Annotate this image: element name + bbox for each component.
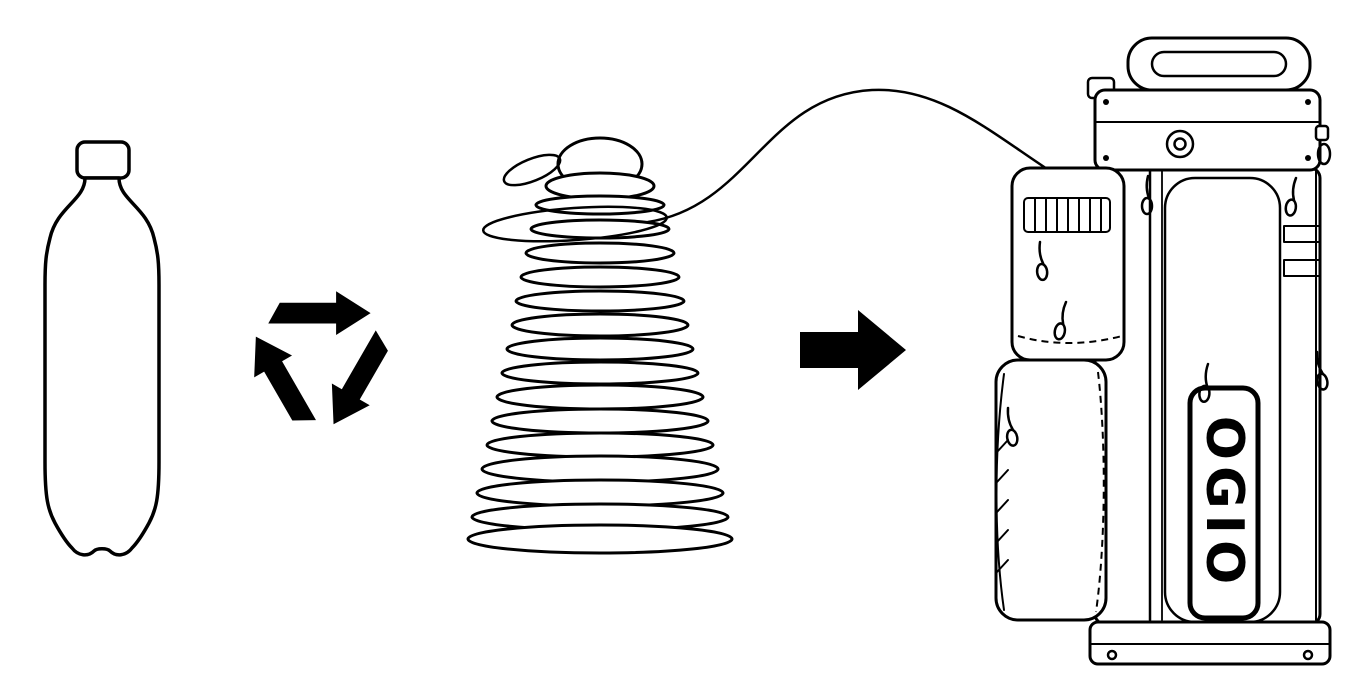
thread-loop-large [481, 205, 669, 243]
bag-handle-slot [1150, 50, 1288, 78]
gusset-rib [996, 439, 1009, 453]
thread-wrap [480, 454, 720, 484]
brand-logo-text: OGIO [1194, 416, 1254, 590]
patch [1283, 225, 1321, 243]
gusset-rib [996, 499, 1009, 513]
upper-left-pocket [1010, 166, 1126, 362]
zipper-pull [1284, 176, 1298, 217]
thread-wrap [524, 241, 676, 265]
recycled-thread-cone-icon [466, 136, 734, 555]
base-foot [1302, 649, 1314, 661]
thread-wrap [534, 194, 666, 216]
zipper-pull [1140, 174, 1154, 216]
bottle-cap [75, 140, 131, 180]
thread-loop-small [502, 153, 562, 187]
golf-bag-illustration: OGIO [994, 36, 1332, 666]
gusset-rib [996, 529, 1009, 543]
thread-wrap [514, 289, 686, 313]
lower-left-pocket [994, 358, 1108, 622]
zipper-pull [1005, 406, 1019, 447]
pocket-zipper-track [1095, 371, 1105, 613]
thread-wrap [519, 265, 681, 289]
rivet [1305, 155, 1311, 161]
thread-wrap [485, 431, 715, 459]
zipper-pull [1198, 362, 1211, 404]
thread-line [646, 88, 1090, 224]
recycle-arrow-left [254, 336, 316, 421]
cuff-button-inner [1173, 137, 1187, 151]
recycling-symbol-icon [254, 291, 388, 425]
zipper-pull [1315, 350, 1329, 391]
side-gusset [995, 373, 1005, 611]
thread-wrap [495, 383, 705, 411]
zipper-pull [1053, 300, 1068, 341]
gusset-rib [996, 559, 1009, 573]
thread-wrap [510, 312, 690, 338]
carabiner-clip [1316, 142, 1332, 166]
thread-wrap [490, 407, 710, 435]
gusset-rib [996, 469, 1009, 483]
bag-top-cuff [1093, 88, 1322, 172]
recycle-arrow-right [331, 330, 388, 425]
brand-logo-frame [1187, 385, 1261, 621]
recycle-arrow-top [268, 291, 371, 335]
bottle-body [43, 176, 161, 557]
arrow-right-icon [800, 310, 906, 390]
thread-wrap [466, 523, 734, 555]
thread-wrap [475, 478, 725, 508]
clip-mount [1314, 124, 1330, 142]
thread-wrap [505, 336, 695, 362]
patch [1283, 259, 1321, 277]
rivet [1103, 99, 1109, 105]
plastic-bottle-icon [43, 140, 161, 557]
thread-wrap [500, 360, 700, 386]
zipper-pull [1035, 240, 1049, 282]
base-foot [1106, 649, 1118, 661]
pocket-zipper-track [1017, 335, 1123, 344]
cuff-button-outer [1165, 129, 1195, 159]
rivet [1305, 99, 1311, 105]
rivet [1103, 155, 1109, 161]
